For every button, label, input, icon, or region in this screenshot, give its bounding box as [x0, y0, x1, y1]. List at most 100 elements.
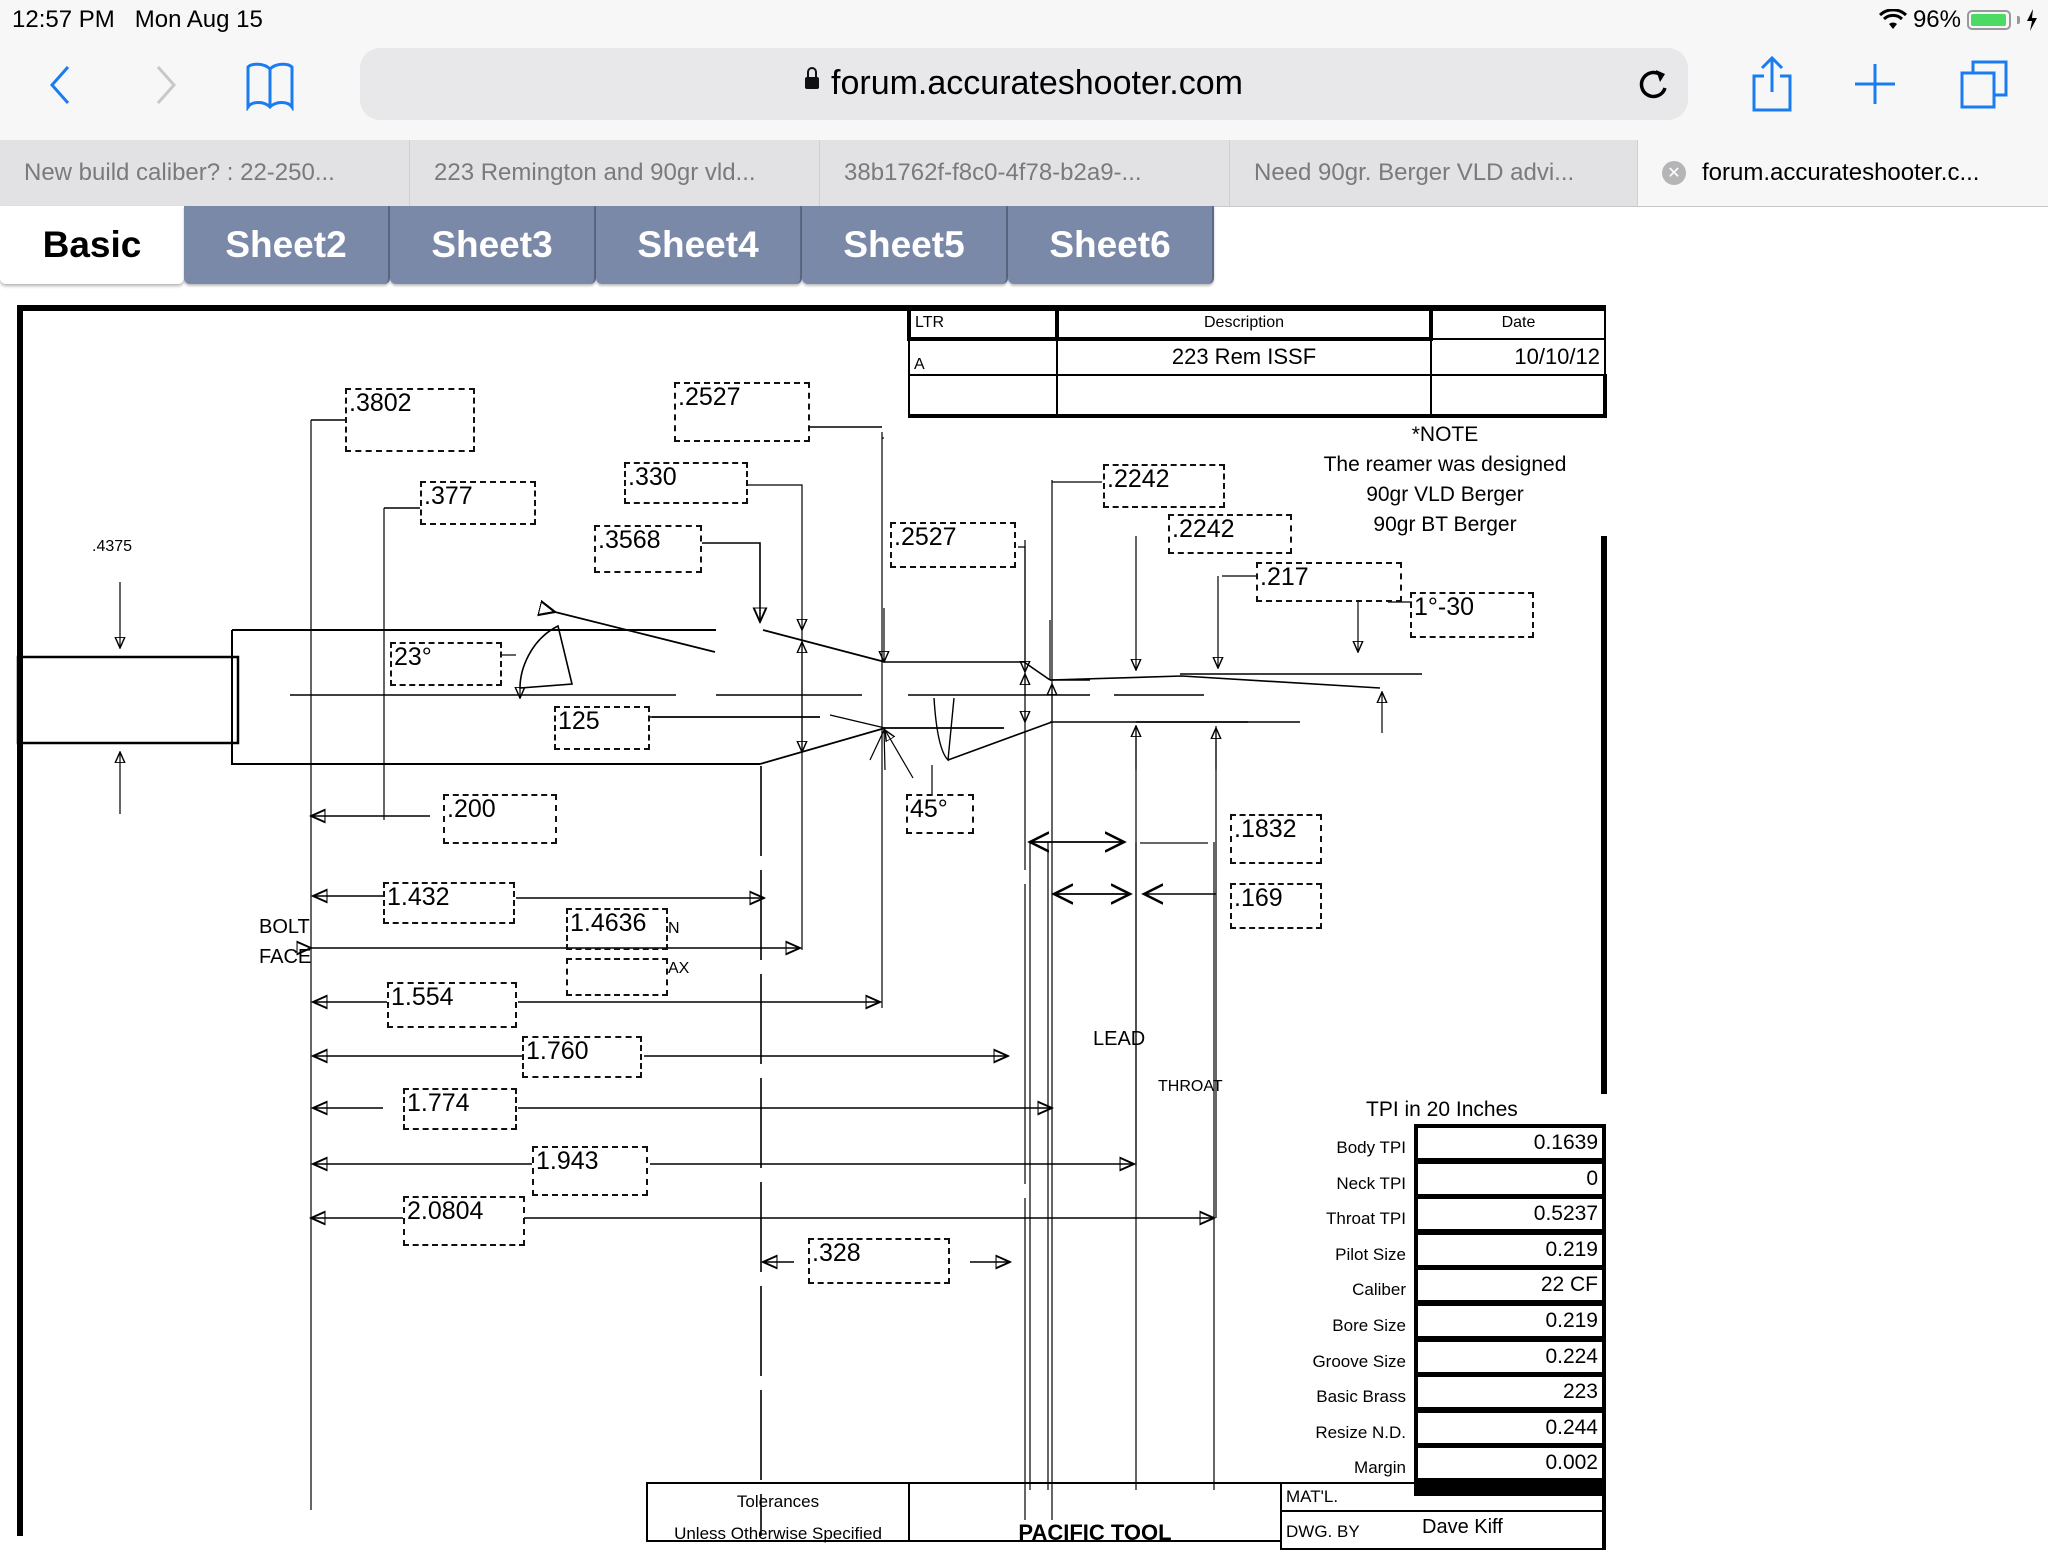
dim-shoulder-diameter: .3568 — [594, 525, 702, 573]
back-button[interactable] — [40, 58, 80, 112]
tabs-icon — [1960, 60, 2008, 109]
tpi-row: Pilot Size 0.219 — [1300, 1234, 1606, 1270]
tpi-value[interactable]: 0.219 — [1418, 1306, 1602, 1336]
plus-icon — [1855, 64, 1895, 104]
tpi-label: Margin — [1354, 1458, 1406, 1478]
face-label: FACE — [259, 946, 312, 968]
tpi-label: Groove Size — [1312, 1351, 1406, 1371]
browser-tab-active[interactable]: ✕ forum.accurateshooter.c... — [1638, 140, 2048, 206]
dim-length-1943: 1.943 — [532, 1146, 648, 1196]
tpi-value[interactable]: 0 — [1418, 1163, 1602, 1194]
tpi-label: Throat TPI — [1326, 1209, 1406, 1229]
rev-cell-empty — [1430, 374, 1607, 417]
dim-throat-length: .169 — [1230, 883, 1322, 929]
dim-length-1774: 1.774 — [403, 1088, 517, 1130]
browser-tab[interactable]: 223 Remington and 90gr vld... — [410, 140, 820, 206]
bookmarks-button[interactable] — [240, 56, 300, 116]
dim-throat-angle: 45° — [906, 794, 974, 834]
dim-neck-outer: .2527 — [674, 382, 810, 442]
dim-length-min-suffix: N — [668, 920, 680, 937]
sheet-tab-sheet6[interactable]: Sheet6 — [1008, 206, 1214, 284]
tabs-overview-button[interactable] — [1956, 54, 2012, 114]
tpi-value[interactable]: 0.219 — [1418, 1234, 1602, 1265]
tpi-value[interactable]: 0.224 — [1418, 1341, 1602, 1372]
tolerances-subtitle: Unless Otherwise Specified — [674, 1524, 882, 1543]
sheet-tab-sheet4[interactable]: Sheet4 — [596, 206, 802, 284]
rev-header-ltr: LTR — [907, 306, 1059, 341]
tolerances-title: Tolerances — [736, 1492, 820, 1511]
dim-length-max-suffix: AX — [668, 960, 690, 977]
note-title: *NOTE — [1411, 423, 1479, 446]
note-line: The reamer was designed — [1323, 453, 1567, 476]
chevron-right-icon — [156, 66, 177, 104]
dim-length-max — [566, 958, 668, 996]
dim-length-1432: 1.432 — [383, 882, 515, 924]
tab-title: forum.accurateshooter.c... — [1702, 159, 1980, 186]
browser-tab-bar: New build caliber? : 22-250... 223 Remin… — [0, 140, 2048, 207]
tpi-row: Resize N.D. 0.244 — [1300, 1412, 1606, 1448]
tpi-label: Resize N.D. — [1315, 1422, 1406, 1442]
tpi-value[interactable]: 0.002 — [1418, 1448, 1602, 1479]
dim-neck-outer-2: .2527 — [890, 522, 1016, 568]
sheet-tab-sheet3[interactable]: Sheet3 — [390, 206, 596, 284]
sheet-tabs: Basic Sheet2 Sheet3 Sheet4 Sheet5 Sheet6 — [0, 206, 1214, 286]
sheet-tab-sheet5[interactable]: Sheet5 — [802, 206, 1008, 284]
tpi-row: Margin 0.002 — [1300, 1448, 1606, 1483]
tpi-value[interactable]: 0.244 — [1418, 1412, 1602, 1443]
company-block: PACIFIC TOOL — [908, 1482, 1282, 1545]
new-tab-button[interactable] — [1850, 56, 1900, 112]
dim-shoulder-angle: 23° — [390, 642, 502, 686]
tab-title: New build caliber? : 22-250... — [24, 159, 335, 186]
dim-lead-length: .1832 — [1230, 814, 1322, 864]
tpi-label: Pilot Size — [1335, 1244, 1406, 1264]
tpi-label: Bore Size — [1332, 1316, 1406, 1335]
sheet-tab-basic[interactable]: Basic — [0, 206, 184, 284]
tpi-row: Throat TPI 0.5237 — [1300, 1199, 1606, 1234]
address-bar[interactable]: forum.accurateshooter.com — [360, 48, 1688, 120]
rev-cell-empty — [1056, 374, 1432, 417]
company-name: PACIFIC TOOL — [1018, 1520, 1172, 1545]
dim-lead-1: .2242 — [1103, 464, 1225, 508]
dim-body-diameter: .377 — [420, 481, 536, 525]
tpi-value[interactable]: 223 — [1418, 1377, 1602, 1408]
note-line: 90gr VLD Berger — [1366, 483, 1524, 506]
browser-tab[interactable]: 38b1762f-f8c0-4f78-b2a9-... — [820, 140, 1230, 206]
revision-table: LTR Description Date A 223 Rem ISSF 10/1… — [907, 306, 1607, 418]
dim-lead-2: .2242 — [1168, 514, 1292, 554]
chevron-left-icon — [49, 66, 70, 104]
material-field: MAT'L. — [1280, 1482, 1606, 1512]
bolt-label: BOLT — [259, 916, 310, 938]
url-text: forum.accurateshooter.com — [831, 64, 1243, 102]
tpi-value[interactable]: 22 CF — [1418, 1270, 1602, 1301]
tpi-label: Body TPI — [1336, 1138, 1406, 1157]
tpi-row: Body TPI 0.1639 — [1300, 1128, 1606, 1163]
browser-tab[interactable]: Need 90gr. Berger VLD advi... — [1230, 140, 1638, 206]
lead-label: LEAD — [1093, 1028, 1146, 1050]
forward-button[interactable] — [146, 58, 186, 112]
dim-base-diameter: .3802 — [345, 388, 475, 452]
drawn-by-name: Dave Kiff — [1422, 1516, 1503, 1538]
share-icon — [1752, 56, 1792, 112]
reamer-note: *NOTE The reamer was designed 90gr VLD B… — [1300, 420, 1590, 540]
throat-label: THROAT — [1158, 1078, 1223, 1095]
dim-rim-diameter: .4375 — [92, 538, 133, 555]
tab-title: 38b1762f-f8c0-4f78-b2a9-... — [844, 159, 1142, 186]
reload-button[interactable] — [1636, 66, 1670, 107]
dim-extractor: 125 — [554, 706, 650, 750]
tpi-value[interactable]: 0.1639 — [1418, 1128, 1602, 1158]
tolerances-block: Tolerances Unless Otherwise Specified — [646, 1482, 910, 1543]
lock-icon — [805, 67, 820, 90]
dim-length-14636: 1.4636 — [566, 908, 668, 950]
share-button[interactable] — [1744, 52, 1800, 116]
book-icon — [246, 62, 294, 111]
rev-cell-description: 223 Rem ISSF — [1056, 337, 1432, 377]
sheet-tab-sheet2[interactable]: Sheet2 — [184, 206, 390, 284]
tpi-value[interactable]: 0.5237 — [1418, 1199, 1602, 1230]
close-tab-icon[interactable]: ✕ — [1662, 161, 1686, 185]
dim-length-1554: 1.554 — [387, 982, 517, 1028]
browser-tab[interactable]: New build caliber? : 22-250... — [0, 140, 410, 206]
battery-icon — [1967, 10, 2011, 30]
dim-length-1760: 1.760 — [522, 1036, 642, 1078]
dim-bore: .217 — [1256, 562, 1402, 602]
